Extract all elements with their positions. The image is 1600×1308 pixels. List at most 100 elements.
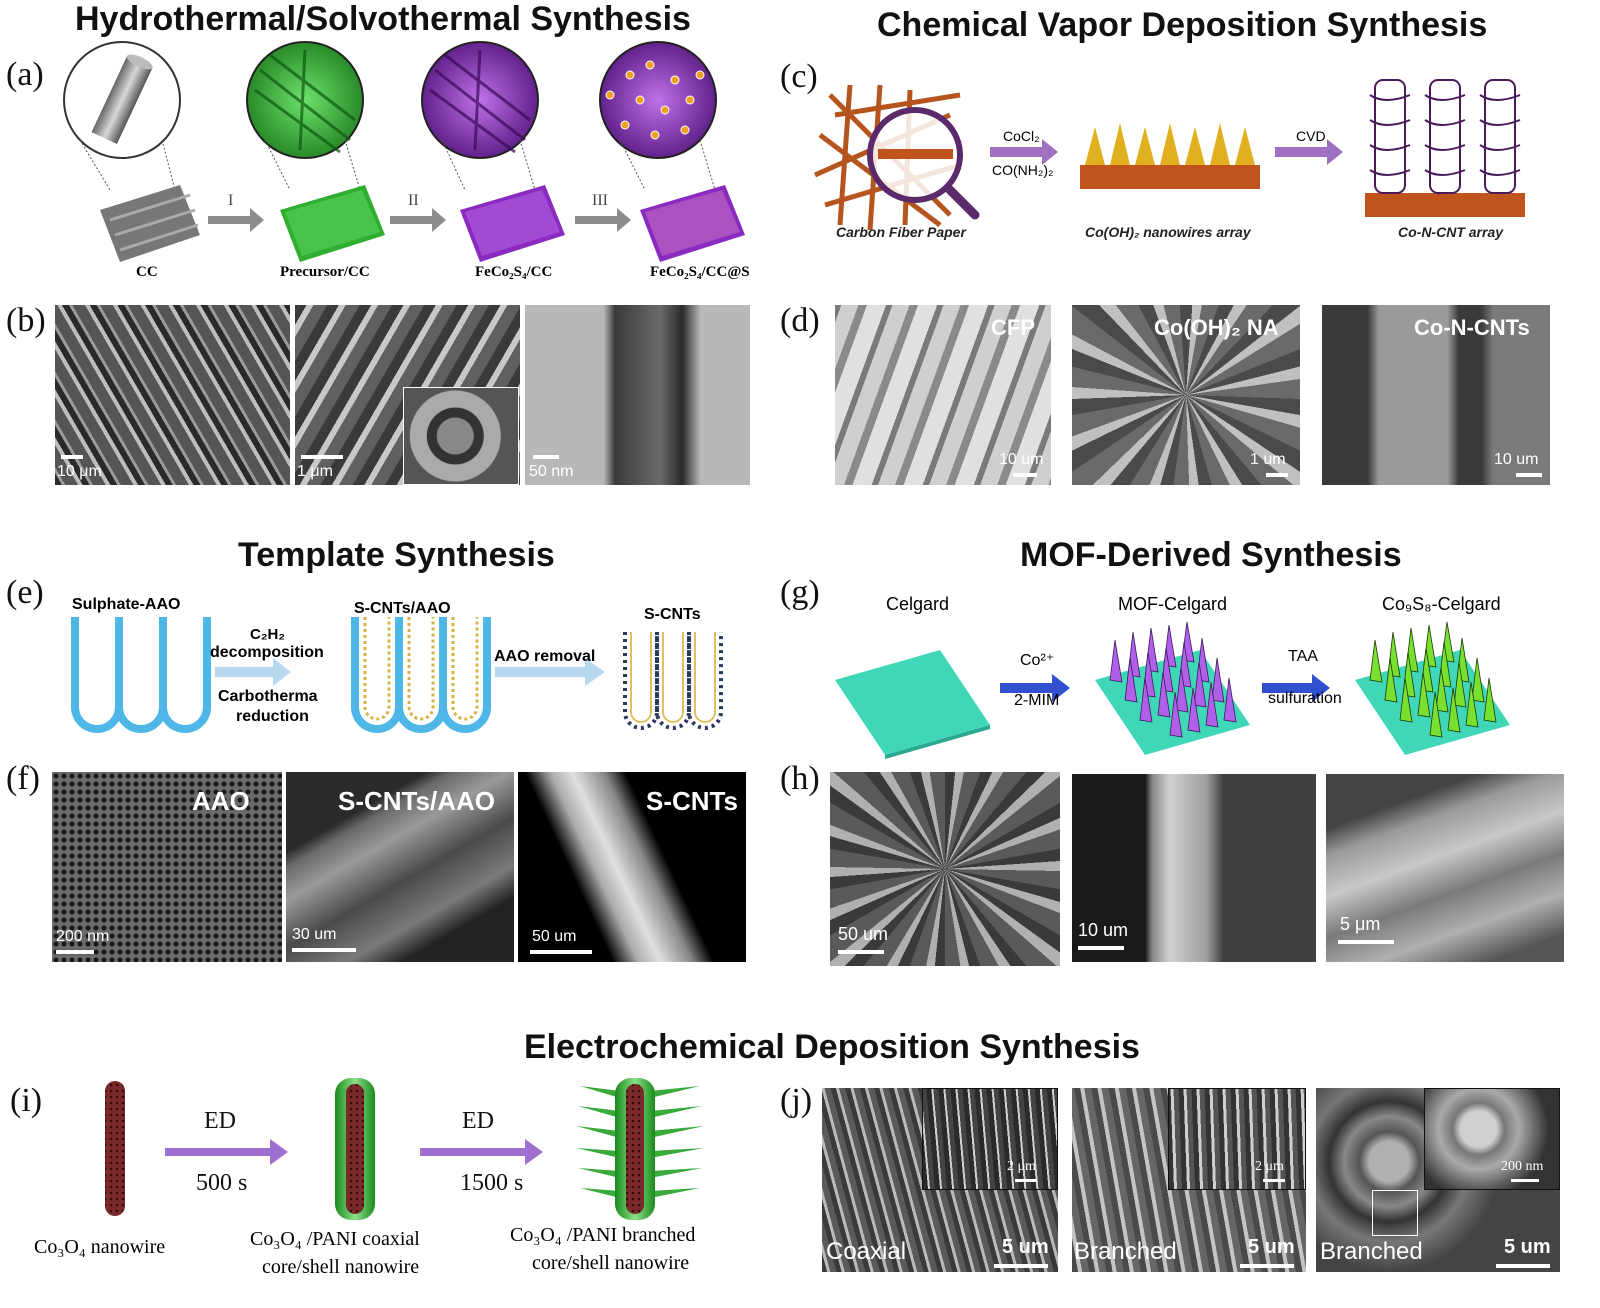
panel-label-h: (h) <box>780 760 820 797</box>
feco2s4-sulfur-zoom-circle <box>599 41 717 191</box>
co3o4-nanowire <box>105 1081 125 1216</box>
arrow-decomposition <box>215 658 291 686</box>
arrow-ed-500s <box>165 1139 288 1165</box>
step-label-iii: III <box>592 192 608 209</box>
scale-label: 10 μm <box>57 463 102 480</box>
label-coaxial-line1: Co₃O₄ /PANI coaxial <box>250 1228 420 1250</box>
cc-cloth <box>100 185 200 262</box>
sem-image-h3: 5 μm <box>1326 774 1564 962</box>
label-s-cnts: S-CNTs <box>644 606 701 623</box>
panel-label-i: (i) <box>10 1082 43 1119</box>
label-carbon-fiber-paper: Carbon Fiber Paper <box>836 224 966 240</box>
sem-image-aao: AAO 200 nm <box>52 772 282 962</box>
s-cnts-aao <box>351 617 491 733</box>
panel-i-diagram <box>105 1078 704 1220</box>
panel-label-g: (g) <box>780 574 820 611</box>
inset-scale-label: 2 μm <box>1007 1159 1036 1174</box>
arrow-cvd <box>1275 139 1343 165</box>
cc-zoom-circle <box>63 41 181 191</box>
co3o4-pani-branched <box>576 1078 704 1220</box>
sem-image-s-cnts-aao: S-CNTs/AAO 30 um <box>286 772 514 962</box>
feco2s4-cloth <box>460 185 565 262</box>
sem-image-b3: 50 nm <box>525 305 750 485</box>
scale-label: 1 μm <box>297 463 333 480</box>
scale-label: 5 um <box>1002 1236 1049 1258</box>
sem-image-branched-1: 2 μm Branched 5 um <box>1072 1088 1306 1272</box>
panel-label-e: (e) <box>6 574 44 611</box>
label-co9s8-celgard: Co₉S₈-Celgard <box>1382 594 1501 614</box>
section-title-electrochemical: Electrochemical Deposition Synthesis <box>524 1028 1140 1066</box>
panel-label-d: (d) <box>780 302 820 339</box>
step-sulfuration: sulfuration <box>1268 690 1342 707</box>
sem-image-coaxial: 2 μm Coaxial 5 um <box>822 1088 1058 1272</box>
label-branched-line2: core/shell nanowire <box>532 1252 690 1274</box>
scale-label: 30 um <box>292 926 337 943</box>
section-title-hydrothermal: Hydrothermal/Solvothermal Synthesis <box>75 0 691 38</box>
label-sulphate-aao: Sulphate-AAO <box>72 596 181 613</box>
panel-label-b: (b) <box>6 302 46 339</box>
zoom-region-box <box>1372 1190 1418 1236</box>
inset-scale-label: 2 μm <box>1255 1159 1284 1174</box>
panel-a-diagram <box>63 41 745 262</box>
scale-label: 200 nm <box>56 928 110 945</box>
sem-image-co-n-cnts: Co-N-CNTs 10 um <box>1322 305 1550 485</box>
scale-label: 50 um <box>532 928 577 945</box>
label-celgard: Celgard <box>886 594 950 614</box>
sem-image-branched-2: 200 nm Branched 5 um <box>1316 1088 1560 1272</box>
co-oh2-nanowire-array <box>1080 123 1260 189</box>
step-ed-2: ED <box>462 1108 494 1134</box>
panel-e-diagram <box>71 617 723 733</box>
step-label-i: I <box>228 192 234 209</box>
co-n-cnt-array <box>1365 79 1525 217</box>
sem-image-h2: 10 um <box>1072 774 1316 962</box>
step-label-ii: II <box>408 192 419 209</box>
label-cc: CC <box>136 264 158 280</box>
sem-label: Co-N-CNTs <box>1414 315 1530 340</box>
label-precursor-cc: Precursor/CC <box>280 264 370 280</box>
label-co3o4-nanowire: Co₃O₄ nanowire <box>34 1236 166 1258</box>
step-aao-removal: AAO removal <box>494 648 596 665</box>
mof-celgard <box>1095 621 1250 755</box>
label-feco2s4-cc: FeCo₂S₄/CC <box>475 264 553 280</box>
panel-label-f: (f) <box>6 760 40 797</box>
label-feco2s4-cc-s: FeCo₂S₄/CC@S <box>650 264 750 280</box>
panel-c-diagram <box>813 79 1525 231</box>
sulphate-aao <box>71 617 211 733</box>
section-title-cvd: Chemical Vapor Deposition Synthesis <box>877 6 1488 44</box>
label-co-oh2-array: Co(OH)₂ nanowires array <box>1085 224 1251 240</box>
sem-label: Co(OH)₂ NA <box>1154 315 1279 340</box>
panel-label-a: (a) <box>6 56 44 93</box>
reagent-urea: CO(NH₂)₂ <box>992 162 1054 178</box>
step-carbothermal: Carbotherma <box>218 688 318 705</box>
precursor-cloth <box>280 185 385 262</box>
label-coaxial-line2: core/shell nanowire <box>262 1256 420 1278</box>
sem-image-b2: 1 μm <box>295 305 520 485</box>
scale-label: 5 um <box>1504 1236 1551 1258</box>
label-mof-celgard: MOF-Celgard <box>1118 594 1228 614</box>
step-decomposition: decomposition <box>210 644 324 661</box>
panel-label-c: (c) <box>780 58 818 95</box>
sem-label: AAO <box>192 786 250 816</box>
arrow-cocl2 <box>990 139 1058 165</box>
label-branched-line1: Co₃O₄ /PANI branched <box>510 1224 696 1246</box>
sem-image-cfp: CFP 10 um <box>835 305 1051 485</box>
step-co2plus: Co²⁺ <box>1020 652 1055 669</box>
arrow-aao-removal <box>495 658 605 686</box>
scale-label: 50 um <box>838 924 889 944</box>
step-reduction: reduction <box>236 708 309 725</box>
celgard-membrane <box>835 650 990 759</box>
step-ed-1: ED <box>204 1108 236 1134</box>
scale-label: 10 um <box>1078 920 1129 940</box>
scale-label: 5 μm <box>1340 914 1381 934</box>
sem-image-b1: 10 μm <box>55 305 290 485</box>
label-co-n-cnt-array: Co-N-CNT array <box>1398 224 1504 240</box>
scale-label: 10 um <box>1494 451 1539 468</box>
scale-label: 10 um <box>999 451 1044 468</box>
sem-image-co-oh2: Co(OH)₂ NA 1 um <box>1072 305 1300 485</box>
sem-label: S-CNTs/AAO <box>338 786 495 816</box>
sem-label: Branched <box>1320 1238 1423 1265</box>
inset-scale-label: 200 nm <box>1501 1159 1544 1174</box>
arrow-co2plus <box>1000 674 1070 702</box>
arrow-taa <box>1262 674 1330 702</box>
step-c2h2: C₂H₂ <box>250 626 285 643</box>
